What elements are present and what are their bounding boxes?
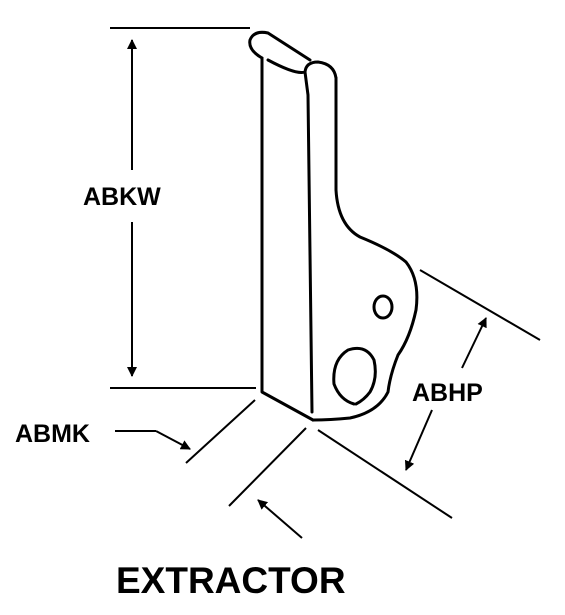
part-hole [372,294,394,320]
part-face-seam [303,70,314,414]
abhp-dimension [317,269,541,519]
extractor-part [248,30,419,422]
abmk-leader-arrow [155,430,191,450]
part-body-profile [311,76,419,422]
figure-title: EXTRACTOR [116,560,346,601]
abhp-arrow-line-down [404,409,433,471]
part-front-face [260,56,315,422]
abkw-dimension [110,27,256,389]
part-top-curl-back [248,30,312,62]
abhp-arrow-line-up [461,317,487,369]
abmk-label: ABMK [15,420,90,448]
abmk-lower-arrow [257,499,303,539]
part-keyhole-slot [332,346,377,406]
abmk-dimension [115,399,307,539]
abmk-extension-line-2 [228,427,307,507]
abmk-extension-line [185,399,256,464]
abhp-label: ABHP [412,379,483,407]
part-top-curl-front [266,58,338,80]
abkw-label: ABKW [83,183,161,211]
abhp-extension-top [419,269,541,341]
abhp-extension-bottom [317,429,453,519]
